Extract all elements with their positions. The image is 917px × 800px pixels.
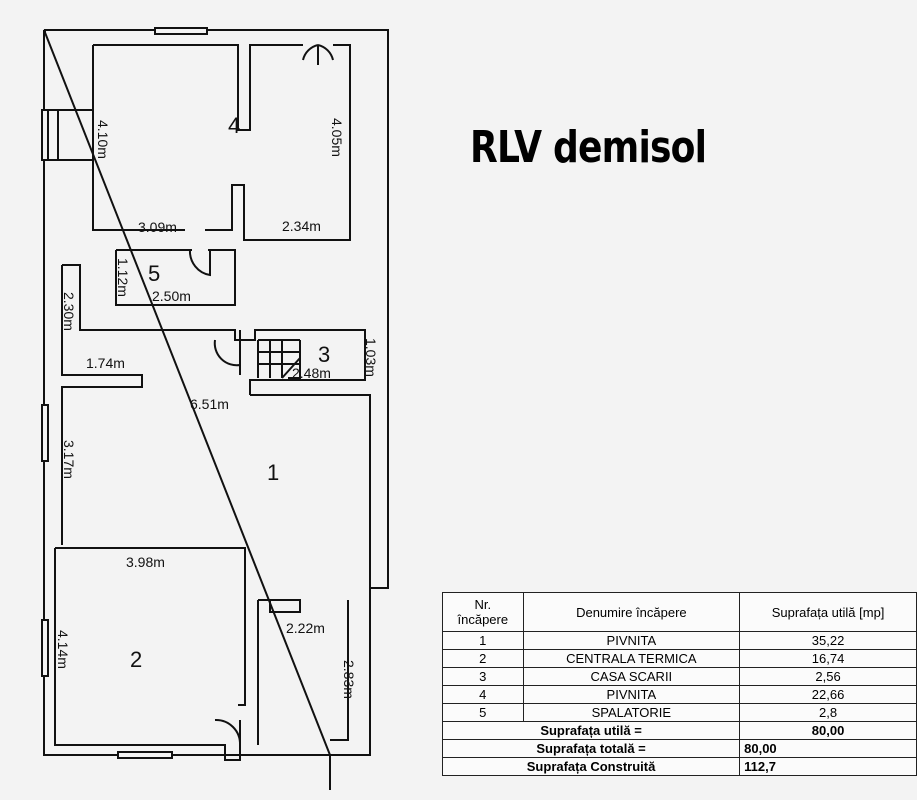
table-row: 3 CASA SCARII 2,56 [442,667,917,686]
window-left-1 [41,109,49,161]
room-2-number: 2 [130,647,142,672]
stairs [257,339,301,379]
dim-passage-width: 2.22m [286,620,325,636]
window-bottom [117,751,173,759]
dim-r1-height: 3.17m [61,440,77,479]
dim-corr-width: 1.74m [86,355,125,371]
dim-passage-height: 2.83m [341,660,357,699]
dim-r5-height: 1.12m [115,258,131,297]
room-4-number: 4 [228,113,240,138]
window-left-3 [41,619,49,677]
dim-r4-bottom-left: 3.09m [138,219,177,235]
dim-r3-width: 2.48m [292,365,331,381]
room-1-walls [250,394,371,588]
dim-corr-height: 2.30m [61,292,77,331]
table-row: 1 PIVNITA 35,22 [442,631,917,650]
room-3-number: 3 [318,342,330,367]
room-2-door [214,718,242,746]
corridor-walls [62,264,366,395]
header-area: Suprafața utilă [mp] [739,592,917,632]
dim-r5-width: 2.50m [152,288,191,304]
dim-r4-left: 4.10m [95,120,111,159]
room-5-door [188,249,211,277]
room-5-walls [115,249,236,306]
dim-r4-bottom-right: 2.34m [282,218,321,234]
built-area-row: Suprafața Construită 112,7 [441,757,917,776]
rooms-table: Nr.încăpere Denumire încăpere Suprafața … [441,592,917,776]
dim-r2-height: 4.14m [55,630,71,669]
total-area-row: Suprafața totală = 80,00 [441,739,917,758]
room-2-walls [54,547,259,761]
room-4-door [302,44,334,65]
header-name: Denumire încăpere [522,592,741,632]
table-header: Nr.încăpere Denumire încăpere Suprafața … [442,592,917,632]
window-top-1 [154,27,208,35]
table-row: 5 SPALATORIE 2,8 [442,703,917,722]
dim-r1-width: 6.51m [190,396,229,412]
header-nr: Nr.încăpere [442,592,524,632]
table-row: 4 PIVNITA 22,66 [442,685,917,704]
dim-r3-height: 1.03m [363,338,379,377]
dim-r4-right: 4.05m [329,118,345,157]
window-left-2 [41,404,49,462]
corridor-door [213,339,241,367]
table-row: 2 CENTRALA TERMICA 16,74 [442,649,917,668]
dim-r2-width: 3.98m [126,554,165,570]
room-5-number: 5 [148,261,160,286]
room-1-number: 1 [267,460,279,485]
plan-title: RLV demisol [470,122,707,173]
room-4-walls [92,44,351,241]
useful-area-row: Suprafața utilă = 80,00 [441,721,917,740]
